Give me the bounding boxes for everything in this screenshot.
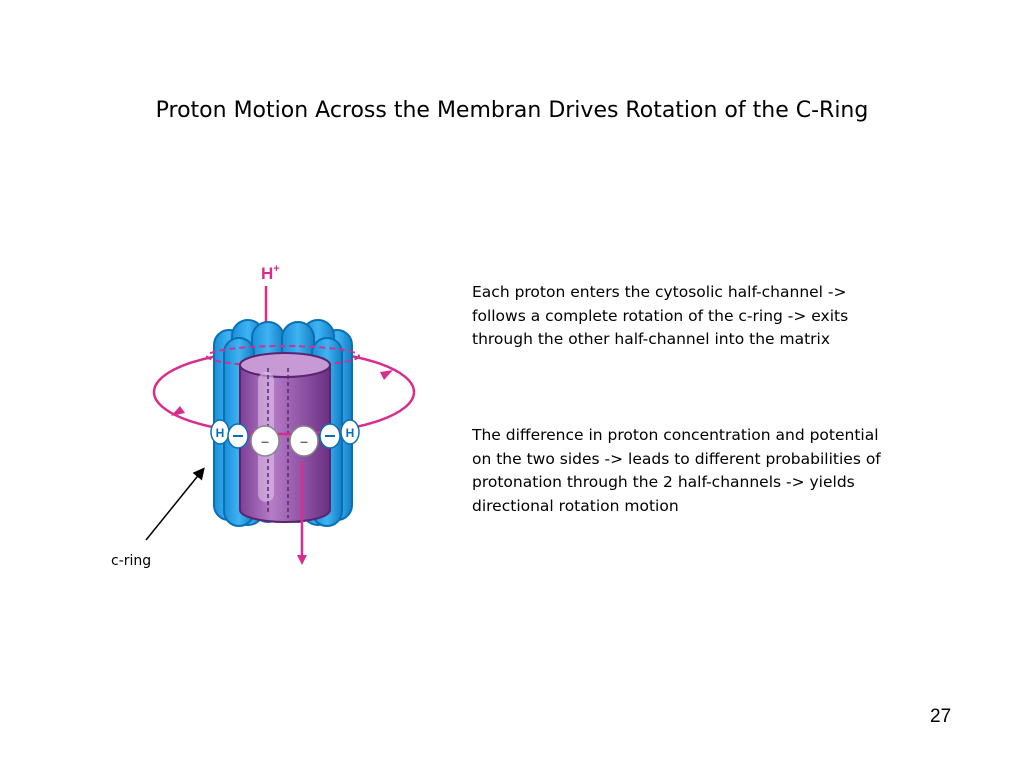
site-right-outer-glyph bbox=[319, 423, 341, 449]
svg-text:H: H bbox=[346, 426, 355, 440]
svg-text:H: H bbox=[216, 426, 225, 440]
explanation-paragraph-2: The difference in proton concentration a… bbox=[472, 426, 881, 515]
c-ring-label: c-ring bbox=[111, 553, 152, 569]
site-right-protonated: H bbox=[340, 419, 360, 445]
proton-label: H+ bbox=[261, 263, 280, 283]
page-number: 27 bbox=[930, 706, 952, 727]
site-center-left-charged: – bbox=[250, 425, 280, 457]
rotation-orbit-front bbox=[152, 391, 416, 436]
callout-arrow bbox=[145, 467, 205, 541]
orbit-arrowhead-right bbox=[380, 370, 393, 380]
site-center-right-charged: – bbox=[289, 425, 319, 457]
orbit-arrowhead-left bbox=[171, 406, 185, 416]
svg-text:–: – bbox=[261, 433, 269, 449]
svg-text:–: – bbox=[300, 433, 308, 449]
c-ring-top-path bbox=[206, 345, 360, 367]
explanation-paragraph-1: Each proton enters the cytosolic half-ch… bbox=[472, 283, 849, 348]
protonation-sites: H – – H bbox=[210, 419, 360, 457]
site-left-protonated: H bbox=[210, 419, 230, 445]
site-left-outer-glyph bbox=[227, 423, 249, 449]
slide-title: Proton Motion Across the Membran Drives … bbox=[155, 98, 869, 123]
